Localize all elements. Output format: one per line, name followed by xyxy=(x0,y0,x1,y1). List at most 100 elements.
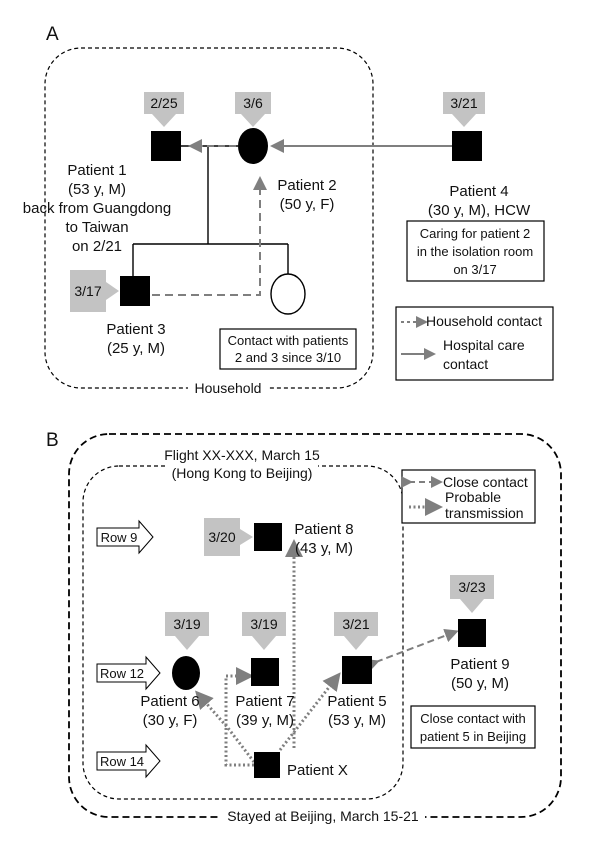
patient-2-node xyxy=(238,128,268,164)
svg-text:Patient 9: Patient 9 xyxy=(450,656,509,673)
svg-text:(30 y, M), HCW: (30 y, M), HCW xyxy=(428,202,531,219)
household-label: Household xyxy=(195,380,262,396)
patient-x-label: Patient X xyxy=(287,762,348,779)
household-label-bg xyxy=(188,380,268,396)
svg-text:Patient 7: Patient 7 xyxy=(235,693,294,710)
svg-text:Caring for patient 2: Caring for patient 2 xyxy=(420,226,531,241)
svg-text:3/21: 3/21 xyxy=(450,95,477,111)
svg-text:(50 y, M): (50 y, M) xyxy=(451,675,509,692)
patient-6-node xyxy=(172,656,200,690)
patient-1-label: Patient 1 (53 y, M) back from Guangdong … xyxy=(23,162,171,255)
svg-text:3/6: 3/6 xyxy=(243,95,263,111)
svg-text:Row 12: Row 12 xyxy=(100,666,144,681)
patient-8-node xyxy=(254,523,282,551)
patient-5-node xyxy=(342,656,372,684)
svg-text:2/25: 2/25 xyxy=(150,95,177,111)
contact-note-box: Contact with patients 2 and 3 since 3/10 xyxy=(219,328,357,370)
svg-text:Close contact with: Close contact with xyxy=(420,711,526,726)
date-tag-p8: 3/20 xyxy=(204,518,253,556)
svg-text:Patient 6: Patient 6 xyxy=(140,693,199,710)
svg-text:(30 y, F): (30 y, F) xyxy=(143,712,198,729)
probable-transmission-px-p5 xyxy=(278,672,341,751)
stayed-label-bg xyxy=(220,808,425,824)
patient-3-label: Patient 3 (25 y, M) xyxy=(106,321,165,357)
svg-text:(53 y, M): (53 y, M) xyxy=(328,712,386,729)
svg-text:(39 y, M): (39 y, M) xyxy=(236,712,294,729)
svg-text:Row 9: Row 9 xyxy=(101,530,138,545)
svg-text:3/19: 3/19 xyxy=(250,616,277,632)
svg-text:(Hong Kong to Beijing): (Hong Kong to Beijing) xyxy=(172,465,313,481)
svg-text:3/20: 3/20 xyxy=(208,529,235,545)
patient-4-node xyxy=(452,131,482,161)
legend-household-label: Household contact xyxy=(426,313,542,329)
legend-close-label: Close contact xyxy=(443,474,528,490)
svg-text:on 3/17: on 3/17 xyxy=(453,262,496,277)
close-contact-note-box: Close contact with patient 5 in Beijing xyxy=(410,705,536,749)
legend-a: Household contact Hospital care contact xyxy=(395,306,554,381)
date-tag-p7: 3/19 xyxy=(242,612,286,650)
patient-4-label: Patient 4 (30 y, M), HCW xyxy=(428,183,531,219)
probable-transmission-px-p7 xyxy=(224,667,254,767)
legend-b: Close contact Probable transmission xyxy=(401,469,536,524)
svg-text:3/17: 3/17 xyxy=(74,283,101,299)
svg-text:(25 y, M): (25 y, M) xyxy=(107,340,165,357)
date-tag-p5: 3/21 xyxy=(334,612,378,650)
svg-text:Contact with patients: Contact with patients xyxy=(228,333,349,348)
probable-transmission-px-p6 xyxy=(195,690,256,763)
svg-text:Patient 1: Patient 1 xyxy=(67,162,126,179)
svg-text:Row 14: Row 14 xyxy=(100,754,144,769)
svg-text:3/21: 3/21 xyxy=(342,616,369,632)
svg-text:Patient 8: Patient 8 xyxy=(294,521,353,538)
legend-probable-label-2: transmission xyxy=(445,505,524,521)
date-tag-p4: 3/21 xyxy=(443,92,485,127)
row-12-arrow: Row 12 xyxy=(96,655,161,691)
patient-7-label: Patient 7 (39 y, M) xyxy=(235,693,294,729)
patient-1-node xyxy=(151,131,181,161)
patient-8-label: Patient 8 (43 y, M) xyxy=(294,521,353,557)
patient-7-node xyxy=(251,658,279,686)
svg-text:3/23: 3/23 xyxy=(458,579,485,595)
svg-text:(43 y, M): (43 y, M) xyxy=(295,540,353,557)
date-tag-p9: 3/23 xyxy=(450,575,494,613)
panel-a-letter: A xyxy=(46,24,59,45)
svg-text:3/19: 3/19 xyxy=(173,616,200,632)
date-tag-p6: 3/19 xyxy=(165,612,209,650)
svg-text:on 2/21: on 2/21 xyxy=(72,238,122,255)
row-9-arrow: Row 9 xyxy=(96,519,154,555)
svg-text:Patient 4: Patient 4 xyxy=(449,183,508,200)
patient-2-label: Patient 2 (50 y, F) xyxy=(277,177,336,213)
legend-hospital-label-2: contact xyxy=(443,356,488,372)
patient-5-label: Patient 5 (53 y, M) xyxy=(327,693,386,729)
date-tag-p1: 2/25 xyxy=(144,92,184,127)
flight-label-bg xyxy=(168,448,318,482)
close-contact-p5-p9 xyxy=(364,629,459,673)
svg-text:(53 y, M): (53 y, M) xyxy=(68,181,126,198)
svg-text:2 and 3 since 3/10: 2 and 3 since 3/10 xyxy=(235,350,341,365)
svg-text:Patient 2: Patient 2 xyxy=(277,177,336,194)
panel-b-letter: B xyxy=(46,430,59,451)
patient-x-node xyxy=(254,752,280,778)
legend-hospital-label-1: Hospital care xyxy=(443,337,525,353)
patient-3-node xyxy=(120,276,150,306)
svg-text:Flight XX-XXX, March 15: Flight XX-XXX, March 15 xyxy=(164,447,320,463)
date-tag-p2: 3/6 xyxy=(235,92,271,127)
svg-text:to Taiwan: to Taiwan xyxy=(65,219,128,236)
svg-text:patient 5 in Beijing: patient 5 in Beijing xyxy=(420,729,526,744)
caring-note-box: Caring for patient 2 in the isolation ro… xyxy=(406,220,545,282)
stayed-label: Stayed at Beijing, March 15-21 xyxy=(227,808,419,824)
daughter-node xyxy=(270,273,306,315)
legend-probable-label-1: Probable xyxy=(445,489,501,505)
svg-text:Patient 5: Patient 5 xyxy=(327,693,386,710)
date-tag-p3: 3/17 xyxy=(70,270,119,312)
patient-9-label: Patient 9 (50 y, M) xyxy=(450,656,509,692)
patient-9-node xyxy=(458,619,486,647)
flight-label: Flight XX-XXX, March 15 (Hong Kong to Be… xyxy=(164,447,320,481)
household-contact-arrow-p3-p2 xyxy=(152,176,267,296)
svg-text:Patient 3: Patient 3 xyxy=(106,321,165,338)
row-14-arrow: Row 14 xyxy=(96,743,161,779)
svg-text:back from Guangdong: back from Guangdong xyxy=(23,200,171,217)
svg-text:in the isolation room: in the isolation room xyxy=(417,244,533,259)
svg-text:(50 y, F): (50 y, F) xyxy=(280,196,335,213)
